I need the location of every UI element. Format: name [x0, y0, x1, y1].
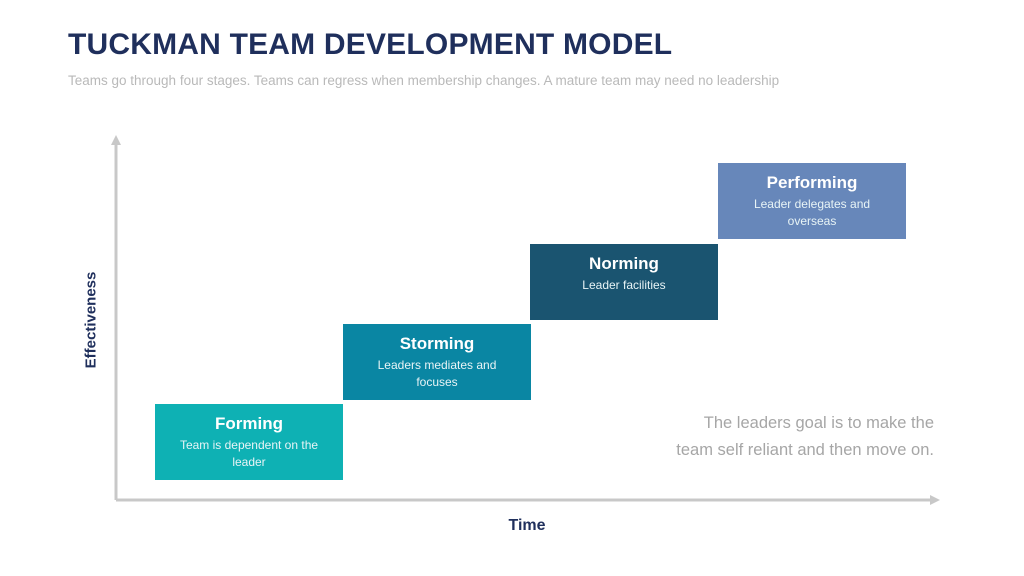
stage-name: Forming	[215, 414, 283, 433]
stage-forming: Forming Team is dependent on the leader	[155, 404, 343, 480]
page-title: TUCKMAN TEAM DEVELOPMENT MODEL	[68, 28, 673, 61]
stage-name: Storming	[399, 334, 475, 353]
stage-name: Performing	[766, 173, 858, 192]
y-axis-arrow	[111, 135, 121, 145]
stage-description: Team is dependent on the leader	[179, 438, 319, 469]
stage-performing: Performing Leader delegates and overseas	[718, 163, 906, 239]
x-axis-arrow	[930, 495, 940, 505]
page-subtitle: Teams go through four stages. Teams can …	[68, 73, 780, 88]
x-axis-label: Time	[508, 517, 546, 534]
stage-description: Leader delegates and overseas	[753, 197, 871, 228]
stage-description: Leader facilities	[582, 278, 666, 292]
leader-goal-note: The leaders goal is to make the team sel…	[676, 414, 934, 459]
y-axis-label: Effectiveness	[82, 271, 100, 369]
stage-storming: Storming Leaders mediates and focuses	[343, 324, 531, 400]
stage-name: Norming	[589, 254, 659, 273]
stage-norming: Norming Leader facilities	[530, 244, 718, 320]
stage-description: Leaders mediates and focuses	[377, 358, 497, 389]
